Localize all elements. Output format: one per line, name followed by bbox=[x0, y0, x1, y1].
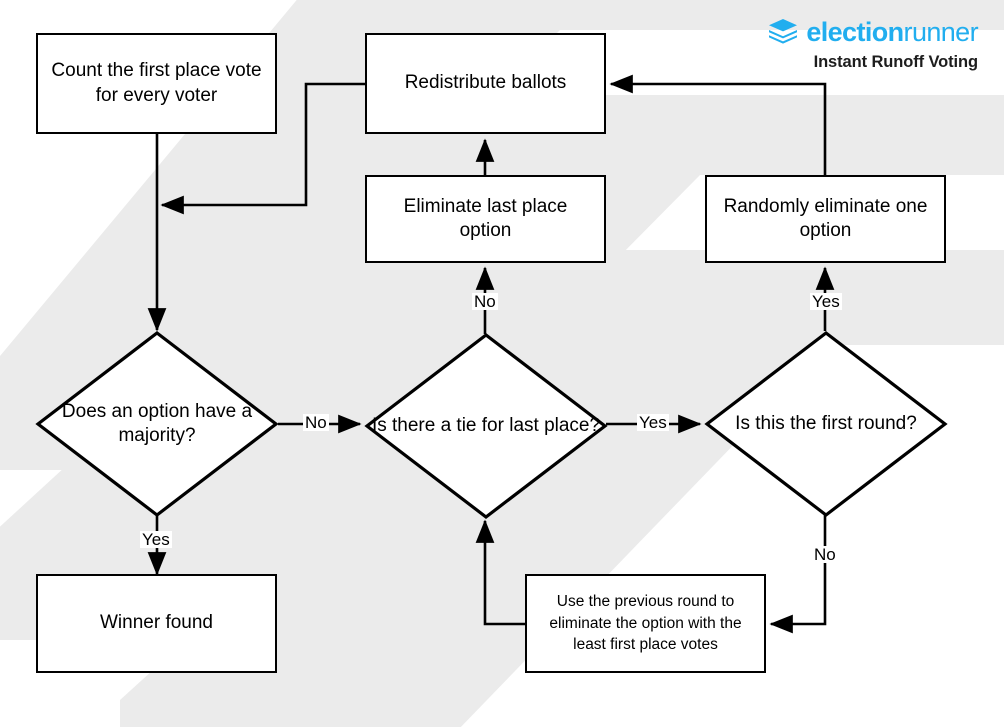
brand-name-part1: election bbox=[806, 16, 904, 47]
node-label: Eliminate last place option bbox=[403, 195, 568, 241]
node-is-first-round[interactable]: Is this the first round? bbox=[704, 330, 948, 518]
edge-label-firstround-yes: Yes bbox=[810, 292, 842, 311]
node-tie-for-last-place[interactable]: Is there a tie for last place? bbox=[364, 332, 608, 520]
brand-block: electionrunner Instant Runoff Voting bbox=[768, 16, 979, 72]
edge-label-tie-no: No bbox=[472, 292, 498, 311]
node-label: Redistribute ballots bbox=[404, 72, 567, 94]
node-label: Count the first place vote for every vot… bbox=[51, 60, 262, 106]
node-redistribute-ballots[interactable]: Redistribute ballots bbox=[365, 33, 606, 134]
edge-label-majority-yes: Yes bbox=[140, 530, 172, 549]
edge-label-majority-no: No bbox=[303, 413, 329, 432]
node-label: Randomly eliminate one option bbox=[723, 195, 928, 241]
node-use-previous-round[interactable]: Use the previous round to eliminate the … bbox=[525, 574, 766, 673]
node-label: Does an option have a majority? bbox=[61, 400, 253, 446]
edge-label-firstround-no: No bbox=[812, 545, 838, 564]
node-label: Use the previous round to eliminate the … bbox=[549, 593, 742, 654]
brand-wordmark: electionrunner bbox=[806, 16, 979, 47]
node-randomly-eliminate[interactable]: Randomly eliminate one option bbox=[705, 175, 946, 263]
node-count-first-place[interactable]: Count the first place vote for every vot… bbox=[36, 33, 277, 134]
node-winner-found[interactable]: Winner found bbox=[36, 574, 277, 673]
node-label: Winner found bbox=[99, 612, 213, 634]
node-has-majority[interactable]: Does an option have a majority? bbox=[35, 330, 279, 518]
stacked-layers-icon bbox=[769, 19, 798, 44]
node-label: Is there a tie for last place? bbox=[371, 414, 601, 436]
brand-subtitle: Instant Runoff Voting bbox=[813, 53, 979, 71]
brand-name-part2: runner bbox=[903, 16, 979, 47]
node-eliminate-last-place[interactable]: Eliminate last place option bbox=[365, 175, 606, 263]
node-label: Is this the first round? bbox=[735, 412, 917, 434]
edge-label-tie-yes: Yes bbox=[637, 413, 669, 432]
